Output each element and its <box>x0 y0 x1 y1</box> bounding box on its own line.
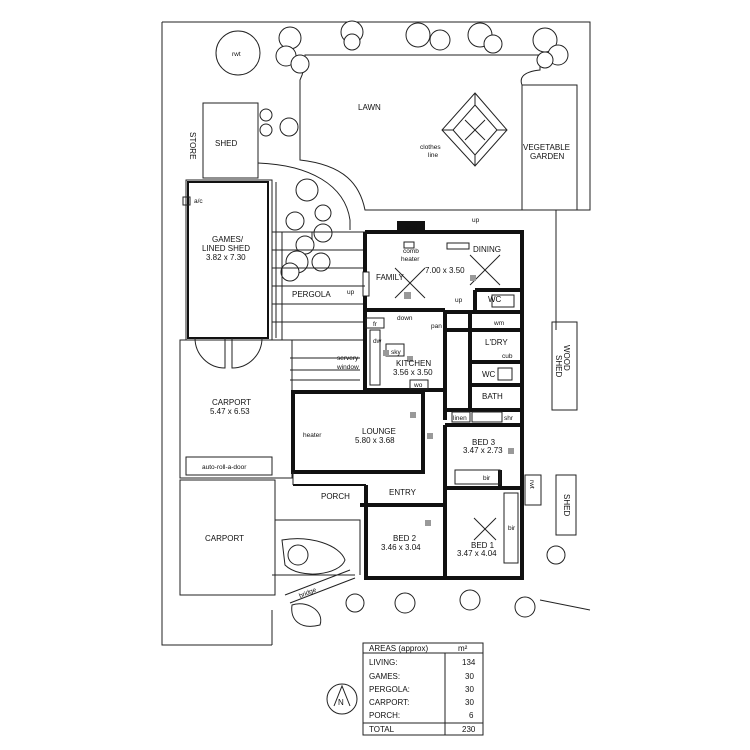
vegetable-garden <box>521 84 578 211</box>
north-label: N <box>338 698 344 707</box>
down-label: down <box>397 315 413 322</box>
pergola-label: PERGOLA <box>292 290 331 299</box>
area-row-label: LIVING: <box>369 658 397 667</box>
family-dim: 7.00 x 3.50 <box>425 266 465 275</box>
bath-label: BATH <box>482 392 503 401</box>
trees <box>259 20 569 618</box>
lawn-label: LAWN <box>358 103 381 112</box>
pergola <box>272 231 370 341</box>
lounge-label: LOUNGE <box>362 427 396 436</box>
bed3-dim: 3.47 x 2.73 <box>463 446 503 455</box>
area-row-value: 134 <box>462 658 476 667</box>
bed2-dim: 3.46 x 3.04 <box>381 543 421 552</box>
lawn-outline <box>257 54 541 230</box>
family-label: FAMILY <box>376 273 405 282</box>
bed1-label: BED 1 <box>471 541 495 550</box>
up-mid-label: up <box>455 297 463 304</box>
games-label-2: LINED SHED <box>202 244 250 253</box>
cub-label: cub <box>502 353 513 360</box>
shr-label: shr <box>504 415 514 422</box>
area-row-value: 6 <box>469 711 474 720</box>
comb-heater-label-1: comb <box>403 248 419 255</box>
north-arrow: N <box>326 683 358 715</box>
room-labels: rwt LAWN clothes line VEGETABLE GARDEN S… <box>188 51 571 600</box>
areas-table: AREAS (approx) m² LIVING: 134 GAMES: 30 … <box>362 642 484 736</box>
wo-label: wo <box>413 382 423 389</box>
up-left-label: up <box>347 289 355 296</box>
up-top-label: up <box>472 217 480 224</box>
vegetable-garden-label-2: GARDEN <box>530 152 564 161</box>
fixtures <box>365 241 519 564</box>
carport-top-outline <box>179 337 360 479</box>
clothes-line <box>441 92 508 167</box>
kitchen-dim: 3.56 x 3.50 <box>393 368 433 377</box>
wood-shed-label-1: WOOD <box>562 345 571 371</box>
auto-roll-door-label: auto-roll-a-door <box>202 464 247 471</box>
area-row-label: PORCH: <box>369 711 400 720</box>
wc-mid-label: WC <box>482 370 496 379</box>
linen-label: linen <box>453 415 467 422</box>
rwt-top-label: rwt <box>232 51 241 58</box>
carport-top-dim: 5.47 x 6.53 <box>210 407 250 416</box>
side-sheds <box>524 321 578 536</box>
store-label: STORE <box>188 132 197 159</box>
wm-label: wm <box>493 320 504 327</box>
areas-rows: LIVING: 134 GAMES: 30 PERGOLA: 30 CARPOR… <box>369 658 476 720</box>
wood-shed-label-2: SHED <box>554 355 563 377</box>
area-row-value: 30 <box>465 685 474 694</box>
clothes-line-label-1: clothes <box>420 144 441 151</box>
carport-bottom-outline <box>179 479 361 627</box>
vegetable-garden-label-1: VEGETABLE <box>523 143 570 152</box>
area-row-label: PERGOLA: <box>369 685 410 694</box>
fr-label: fr <box>373 321 378 328</box>
area-total-label: TOTAL <box>369 725 395 734</box>
dining-label: DINING <box>473 245 501 254</box>
kitchen-label: KITCHEN <box>396 359 431 368</box>
porch-label: PORCH <box>321 492 350 501</box>
entry-label: ENTRY <box>389 488 417 497</box>
bed2-label: BED 2 <box>393 534 417 543</box>
bed3-label: BED 3 <box>472 438 496 447</box>
carport-bottom-label: CARPORT <box>205 534 244 543</box>
comb-heater-label-2: heater <box>401 256 420 263</box>
clothes-line-label-2: line <box>428 152 439 159</box>
rwt-side-label: rwt <box>528 480 535 489</box>
areas-unit: m² <box>458 644 468 653</box>
area-total-value: 230 <box>462 725 476 734</box>
bir-bed3-label: bir <box>483 475 491 482</box>
shed-side-label: SHED <box>562 494 571 516</box>
sky-label: sky <box>391 349 402 356</box>
lounge-dim: 5.80 x 3.68 <box>355 436 395 445</box>
ac-label: a/c <box>194 198 203 205</box>
carport-top-label: CARPORT <box>212 398 251 407</box>
heater-label: heater <box>303 432 322 439</box>
area-row-label: CARPORT: <box>369 698 409 707</box>
bed1-dim: 3.47 x 4.04 <box>457 549 497 558</box>
pan-label: pan <box>431 323 442 330</box>
property-boundary <box>161 21 591 646</box>
dw-label: dw <box>373 338 382 345</box>
area-row-value: 30 <box>465 672 474 681</box>
rainwater-tank-top <box>215 30 261 76</box>
wc-top-label: WC <box>488 295 502 304</box>
area-row-label: GAMES: <box>369 672 400 681</box>
areas-title: AREAS (approx) <box>369 644 428 653</box>
servery-label-1: servery <box>337 355 359 362</box>
shed-top-label: SHED <box>215 139 237 148</box>
games-dim: 3.82 x 7.30 <box>206 253 246 262</box>
servery-label-2: window <box>336 364 359 371</box>
ldry-label: L'DRY <box>485 338 508 347</box>
games-label-1: GAMES/ <box>212 235 244 244</box>
bir-bed1-label: bir <box>508 525 516 532</box>
seat-label: seat <box>405 225 417 232</box>
area-row-value: 30 <box>465 698 474 707</box>
